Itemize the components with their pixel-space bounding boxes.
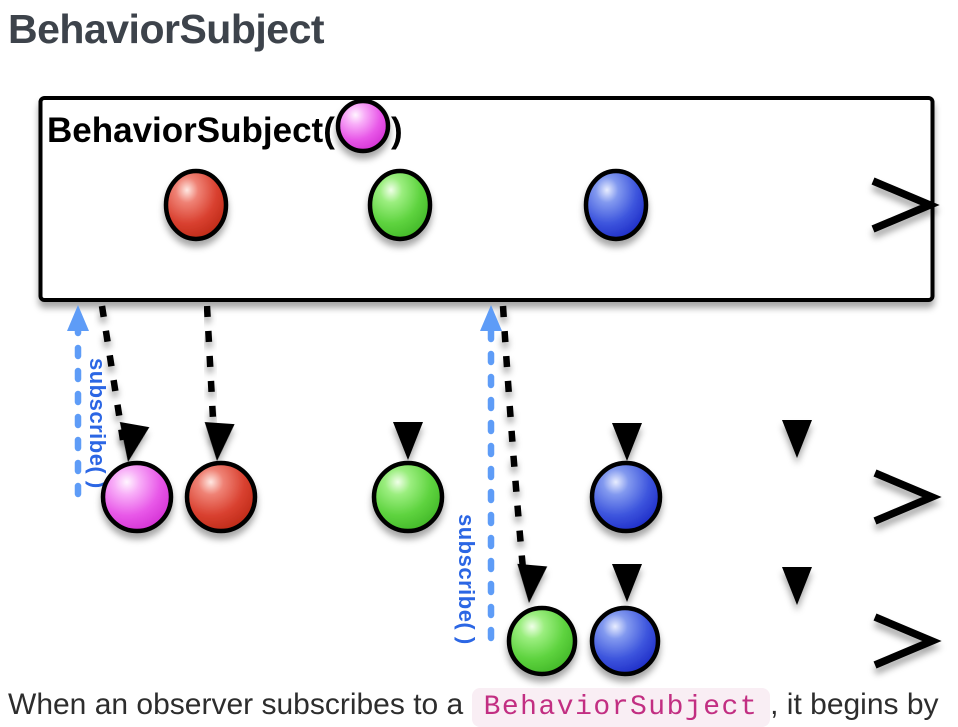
subscribe-arrow-2 [480, 305, 502, 642]
subscriber1-timeline [36, 460, 942, 534]
emission-arrow-green-late [499, 305, 528, 581]
emission-arrowhead-icon [612, 564, 642, 602]
source-box-label-prefix: BehaviorSubject( [47, 111, 335, 150]
page-title: BehaviorSubject [8, 6, 325, 52]
inline-code: BehaviorSubject [471, 688, 771, 727]
paragraph-text-after: , it begins by [770, 688, 939, 721]
marble-green [506, 605, 578, 677]
initial-value-marble [335, 98, 391, 154]
marble-green [367, 168, 433, 242]
subscriber2-marbles [506, 605, 800, 677]
emission-arrowhead-icon [393, 422, 423, 460]
paragraph: When an observer subscribes to a Behavio… [8, 686, 958, 727]
marble-magenta [100, 460, 174, 534]
subscribe-arrowhead-icon [67, 305, 89, 331]
source-marbles [163, 168, 803, 242]
timeline-arrowhead-icon [873, 613, 942, 669]
marble-red [163, 168, 229, 242]
source-box [38, 96, 935, 302]
emission-arrowhead-icon [612, 423, 642, 461]
marble-blue [583, 168, 649, 242]
emission-arrowhead-icon [517, 563, 548, 603]
emission-arrowhead-icon [204, 422, 235, 461]
subscriber2-timeline [463, 605, 942, 677]
marble-blue [589, 605, 661, 677]
timeline-arrowhead-icon [871, 177, 940, 233]
subscribe-arrowhead-icon [480, 305, 502, 331]
marble-red [184, 460, 258, 534]
subscribe-label-1: subscribe( ) [85, 358, 110, 489]
paragraph-text-before: When an observer subscribes to a [8, 688, 472, 721]
subscriber1-marbles [100, 460, 800, 534]
marble-diagram: BehaviorSubject( ) subscribe( ) [36, 96, 942, 677]
subscribe-label-2: subscribe( ) [454, 514, 479, 645]
source-box-label-suffix: ) [391, 111, 403, 150]
emission-arrowhead-icon [119, 421, 150, 462]
subscribe-arrow-1 [67, 305, 89, 498]
timeline-arrowhead-icon [873, 469, 942, 525]
emission-arrows-subscriber2 [499, 305, 812, 605]
emission-arrowhead-icon [782, 420, 812, 458]
marble-green [371, 460, 445, 534]
marble-blue [589, 460, 663, 534]
emission-arrow-red [203, 305, 218, 439]
emission-arrows-subscriber1 [98, 305, 812, 462]
source-timeline [42, 168, 940, 242]
emission-arrowhead-icon [782, 567, 812, 605]
